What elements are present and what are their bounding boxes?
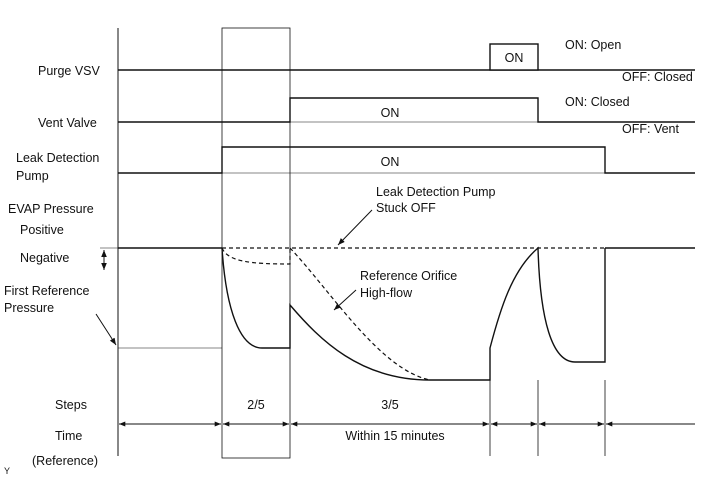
leak-pump-label-2: Pump	[16, 169, 49, 183]
negative-label: Negative	[20, 251, 69, 265]
step-3-5: 3/5	[381, 398, 398, 412]
pump-stuck-step-dashed	[221, 247, 291, 265]
vent-on-desc: ON: Closed	[565, 95, 630, 109]
vent-on-label: ON	[381, 106, 400, 120]
leak-pump-label-1: Leak Detection	[16, 151, 99, 165]
ref-orifice-label-1: Reference Orifice	[360, 269, 457, 283]
time-label: Time	[55, 429, 82, 443]
purge-off-desc: OFF: Closed	[622, 70, 693, 84]
time-within-label: Within 15 minutes	[345, 429, 444, 443]
positive-label: Positive	[20, 223, 64, 237]
stuck-off-label-1: Leak Detection Pump	[376, 185, 496, 199]
stuck-off-label-2: Stuck OFF	[376, 201, 436, 215]
step-2-5-window	[221, 27, 291, 459]
first-ref-label-2: Pressure	[4, 301, 54, 315]
evap-pressure-label: EVAP Pressure	[8, 202, 94, 216]
purge-vsv-on-pulse	[489, 43, 539, 71]
purge-on-label: ON	[505, 51, 524, 65]
steps-label: Steps	[55, 398, 87, 412]
pump-on-label: ON	[381, 155, 400, 169]
reference-label: (Reference)	[32, 454, 98, 468]
step-2-5: 2/5	[247, 398, 264, 412]
ref-orifice-pointer	[333, 289, 357, 311]
first-ref-pointer	[95, 313, 117, 346]
corner-mark: Y	[4, 466, 10, 476]
vent-valve-signal	[118, 97, 695, 123]
purge-vsv-label: Purge VSV	[38, 64, 101, 78]
vent-valve-label: Vent Valve	[38, 116, 97, 130]
ref-orifice-label-2: High-flow	[360, 286, 413, 300]
leak-pump-signal	[118, 146, 695, 174]
evap-pressure-curve	[221, 246, 606, 381]
ref-orifice-dashed	[289, 247, 431, 381]
purge-on-desc: ON: Open	[565, 38, 621, 52]
vent-off-desc: OFF: Vent	[622, 122, 679, 136]
stuck-off-pointer	[337, 209, 373, 246]
first-ref-label-1: First Reference	[4, 284, 89, 298]
